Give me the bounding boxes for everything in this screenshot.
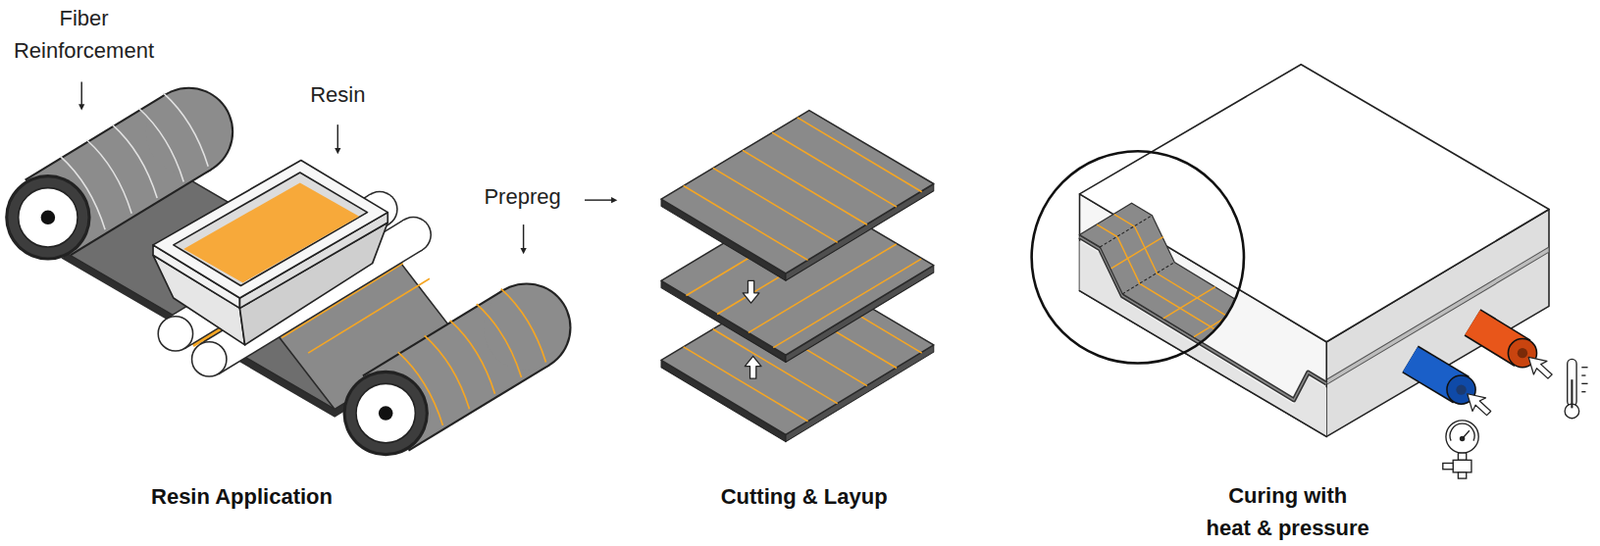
- pointer-arrow: [1467, 357, 1552, 415]
- thermometer-icon: [1564, 359, 1588, 418]
- leader-arrow: [78, 81, 618, 255]
- magnified-laminate: [1080, 203, 1288, 362]
- step-caption: Curing with heat & pressure: [1204, 479, 1371, 545]
- layup-arrow: [742, 280, 762, 379]
- prepreg-sheet: [661, 110, 934, 443]
- step-caption: Resin Application: [151, 480, 333, 514]
- step-caption: Cutting & Layup: [721, 480, 888, 514]
- part-label: Prepreg: [483, 180, 561, 213]
- heat-pipe: [1472, 322, 1538, 368]
- mold-box: [1080, 64, 1549, 438]
- pressure-gauge-icon: [1443, 420, 1479, 479]
- magnifier-circle: [1032, 151, 1244, 363]
- part-label: Fiber Reinforcement: [2, 1, 165, 67]
- resin-tray: [153, 160, 388, 346]
- prepreg-roll: [343, 282, 572, 457]
- part-label: Resin: [309, 78, 365, 111]
- pressure-pipe: [1410, 359, 1477, 405]
